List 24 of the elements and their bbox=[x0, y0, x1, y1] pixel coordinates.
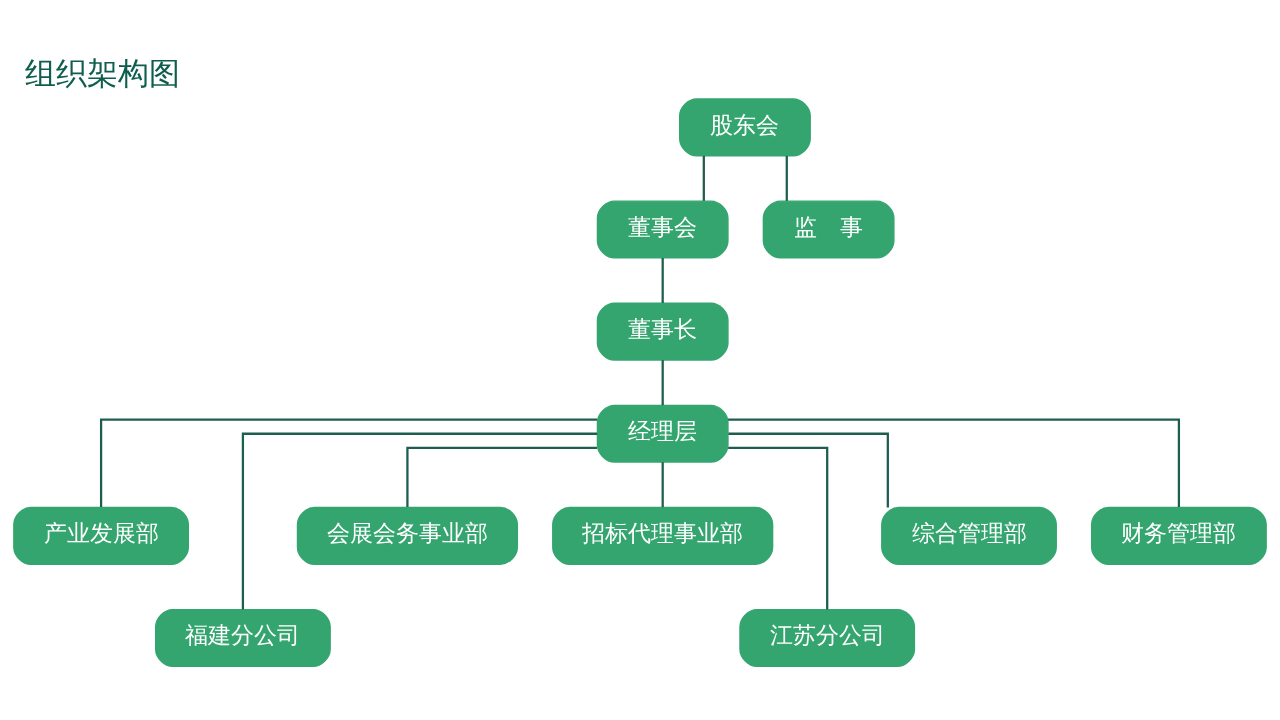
connector bbox=[785, 155, 788, 201]
connector bbox=[661, 360, 664, 406]
node-box: 江苏分公司 bbox=[739, 608, 916, 668]
connector bbox=[728, 432, 889, 508]
connector bbox=[728, 446, 829, 610]
node-box: 董事长 bbox=[596, 302, 729, 361]
node-box: 监 事 bbox=[762, 200, 895, 259]
connector bbox=[661, 462, 664, 508]
diagram-title: 组织架构图 bbox=[25, 55, 181, 92]
node-box: 综合管理部 bbox=[881, 506, 1057, 565]
node-box: 招标代理事业部 bbox=[552, 506, 774, 565]
connector bbox=[702, 155, 705, 201]
connector bbox=[728, 418, 1181, 508]
node-box: 财务管理部 bbox=[1091, 506, 1267, 565]
connector bbox=[241, 432, 598, 610]
node-box: 福建分公司 bbox=[155, 608, 331, 668]
connector bbox=[406, 446, 597, 508]
node-box: 产业发展部 bbox=[13, 506, 189, 565]
node-box: 经理层 bbox=[596, 404, 729, 463]
node-box: 董事会 bbox=[596, 200, 729, 259]
node-box: 会展会务事业部 bbox=[296, 506, 519, 565]
node-box: 股东会 bbox=[679, 98, 811, 157]
connector bbox=[99, 418, 598, 508]
connector bbox=[661, 258, 664, 303]
